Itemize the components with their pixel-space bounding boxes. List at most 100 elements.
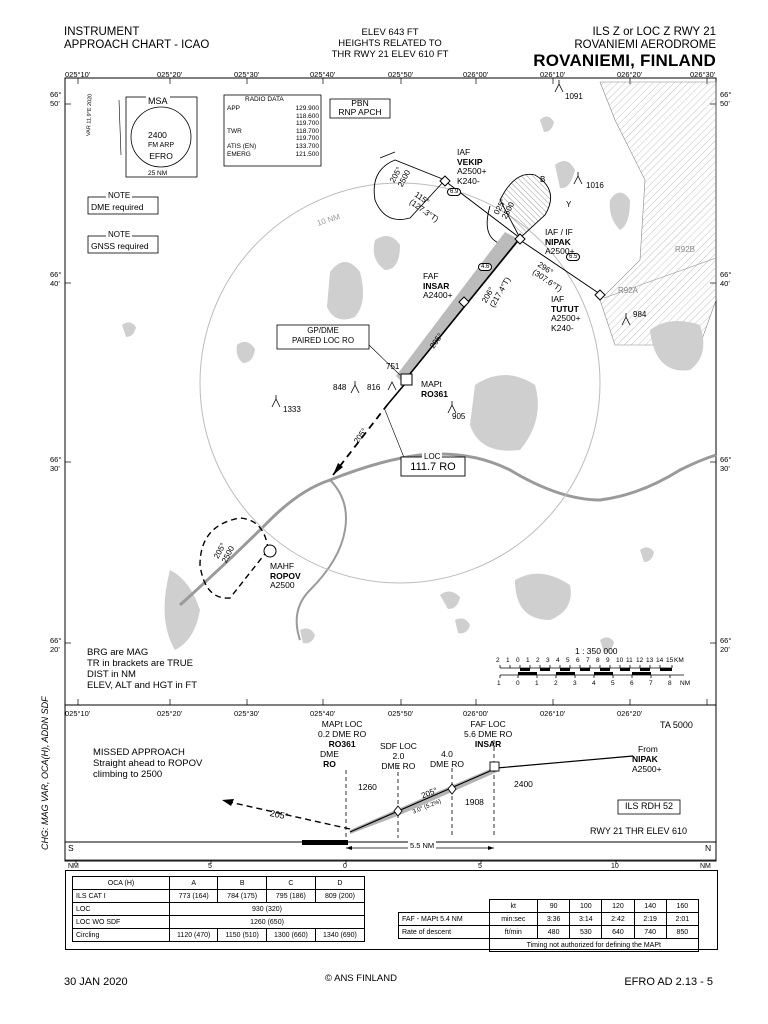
range-ring-10nm [199,182,601,584]
leg-final [404,237,521,381]
radio-freq: 129.900 [295,105,320,112]
radio-label: APP [227,105,241,112]
profile-sdf-line4: RO [402,761,416,771]
lon-tick-5: 025°50' [388,70,414,79]
profile-dme-ro-line2: RO [323,759,336,769]
obstacle-1016-icon [573,172,583,185]
speed-cell: 530 [569,925,603,939]
hold-nipak [499,173,552,239]
hold-vekip [373,159,446,220]
chart-type: INSTRUMENT APPROACH CHART - ICAO [64,26,209,52]
speed-note-spacer [399,939,490,952]
profile-dme-ro-line1: DME [320,749,339,759]
msa-box [125,96,198,178]
km-tick: 11 [626,657,633,664]
nm-tick: 7 [649,680,653,687]
procedure-title: ILS Z or LOC Z RWY 21 ROVANIEMI AERODROM… [416,26,716,70]
lat-tick-2: 66°40' [50,270,61,288]
nm-tick: 3 [573,680,577,687]
obstacle-751-label: 751 [386,362,400,371]
fix-vekip-name: VEKIP [457,156,483,167]
oca-cell: LOC [72,902,170,916]
gp-dme-label: GP/DME PAIRED LOC RO [277,326,369,346]
profile-glide-path [349,767,498,833]
profile-mapt-line2: 0.2 DME RO [318,729,367,739]
scale-title: 1 : 350 000 [575,646,618,656]
profile-faf-line1: FAF LOC [470,719,506,729]
oca-cell: 795 (186) [265,889,316,903]
area-r92a-label: R92A [618,286,639,295]
profile-sdf-line2: 2.0 [392,751,405,761]
lat-min-2r: 40' [720,279,730,288]
leg-vekip-dist: 6.9 [447,188,462,196]
nm-tick: 6 [630,680,634,687]
profile-nm-left: NM [68,863,79,870]
km-tick: 15 [666,657,674,664]
missed-title: MISSED APPROACH [93,747,185,758]
obstacle-1333-icon [271,395,281,408]
lon-tick-4: 025°40' [310,70,336,79]
profile-sdf: SDF LOC 2.0 DME RO [380,741,417,771]
fix-tutut-name: TUTUT [551,303,579,314]
speed-header-cell: 100 [569,899,603,913]
fix-nipak: IAF / IF NIPAK A2500+ [545,227,575,257]
nm-unit: NM [680,680,691,687]
lon-tick-9: 026°30' [690,70,716,79]
fix-tutut: IAF TUTUT A2500+ K240- [551,294,581,333]
fix-tutut-role: IAF [551,294,565,304]
profile-from-line3: A2500+ [632,764,662,774]
fix-tutut-speed: K240- [551,322,574,333]
fix-vekip-alt: A2500+ [457,166,487,176]
lat-deg-1r: 66° [720,90,732,99]
fix-ro361-role: MAPt [421,379,442,389]
radio-freq: 133.700 [295,142,320,150]
obstacle-816-icon [387,381,397,391]
profile-sdf-line1: SDF LOC [380,741,417,751]
speed-cell: 2:19 [633,912,667,926]
km-tick: 13 [646,657,654,664]
lat-deg-3: 66° [50,455,62,464]
radio-label: TWR [227,127,242,135]
oca-cell: 784 (175) [217,889,267,903]
profile-runway [302,840,348,845]
km-tick: 1 [526,657,530,664]
fix-insar-symbol [458,296,470,308]
profile-frame [64,704,717,862]
speed-header-cell: 90 [537,899,571,913]
missed-approach-track [332,403,389,476]
obstacle-1091-icon [554,80,564,93]
oca-cell: 1340 (690) [314,928,366,942]
radio-row: 118.600 [227,113,319,121]
rdh-box [617,799,681,815]
fix-ropov-alt: A2500 [270,580,295,590]
lat-deg-3r: 66° [720,455,732,464]
speed-header-cell: kt [488,899,539,913]
radio-freq: 118.700 [295,127,319,135]
nm-tick: 2 [554,680,558,687]
obstacle-905-icon [447,401,457,414]
oca-row: Circling 1120 (470) 1150 (510) 1300 (660… [72,928,366,942]
profile-dme-ro: DME RO [320,749,339,769]
lat-deg-2r: 66° [720,270,732,279]
note-gnss-title: NOTE [106,230,133,239]
profile-from-line2: NIPAK [632,754,658,764]
profile-nm-tick-5l: 5 [208,863,212,870]
hold-ropov [199,517,269,599]
lat-deg-4: 66° [50,636,62,645]
hold-y-label: Y [566,200,572,209]
fix-nipak-symbol [514,233,526,245]
oca-cell: ILS CAT I [72,889,170,903]
lat-min-1r: 50' [720,99,730,108]
transition-altitude: TA 5000 [660,720,693,730]
loc-frequency: 111.7 RO [410,461,456,473]
lat-tick-2r: 66°40' [720,270,731,288]
radio-label: EMERG [227,150,251,158]
speed-cell: 3:14 [569,912,603,926]
profile-missed-track: 205° [268,808,290,822]
oca-header-cell: C [265,876,316,890]
fix-tutut-symbol [594,289,606,301]
fix-ropov-role: MAHF [270,561,295,571]
radio-freq: 119.700 [295,135,319,143]
